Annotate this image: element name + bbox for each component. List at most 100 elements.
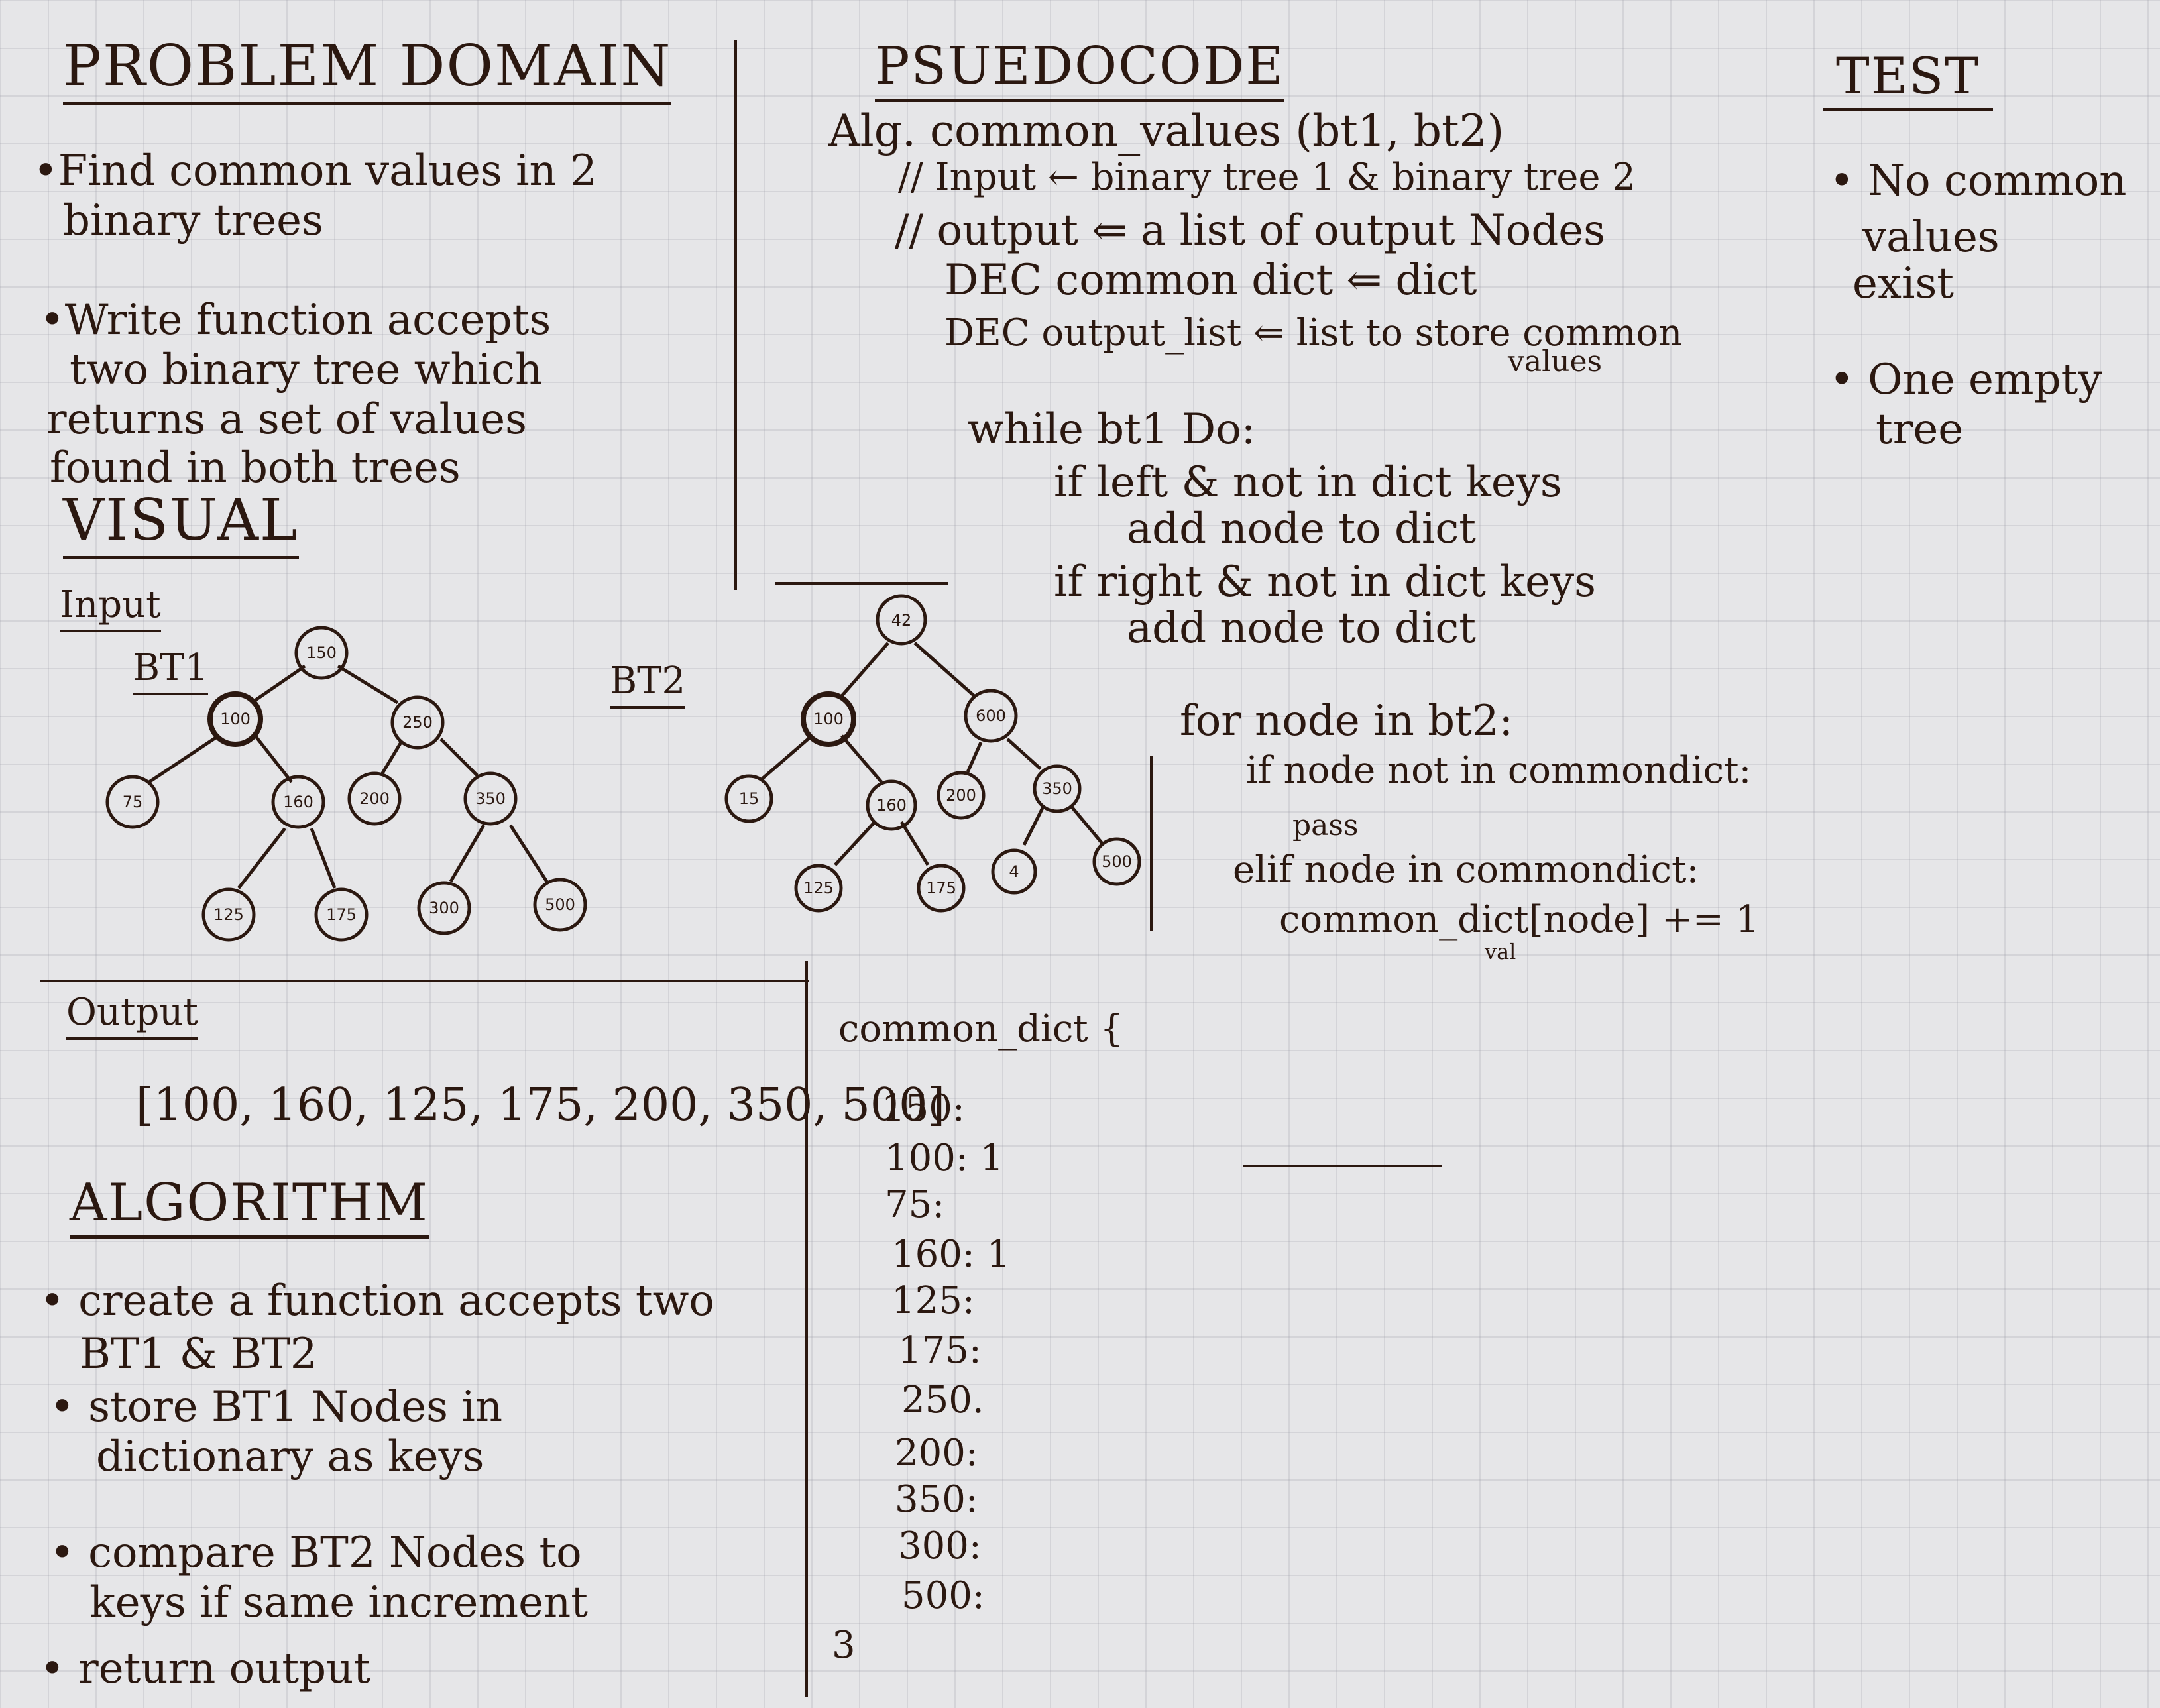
- common-dict-entry-175: 175:: [898, 1329, 982, 1372]
- algorithm-bullet-2b: dictionary as keys: [96, 1432, 484, 1481]
- bt1-node-100: [207, 691, 263, 747]
- bt1-node-200: [347, 771, 402, 826]
- output-value: [100, 160, 125, 175, 200, 350, 500]: [136, 1079, 945, 1131]
- bt1-node-125-label: 125: [213, 905, 244, 924]
- common-dict-close: 3: [832, 1624, 856, 1667]
- bt2-node-15: [724, 774, 773, 823]
- divider-short-horizontal: [775, 582, 948, 585]
- bt2-nodes: 42 100 600 15 160 200 350 125 175 4 500: [724, 594, 1141, 913]
- bt2-node-125-label: 125: [803, 879, 834, 897]
- common-dict-entry-200: 200:: [895, 1432, 978, 1475]
- pseudocode-line-11: for node in bt2:: [1180, 697, 1514, 746]
- common-dict-entry-125: 125:: [891, 1279, 975, 1322]
- bt2-node-125: [794, 864, 843, 913]
- bt1-node-150: [294, 626, 349, 680]
- bt2-node-175-label: 175: [926, 879, 956, 897]
- pseudocode-line-3: // output ⇐ a list of output Nodes: [895, 206, 1605, 255]
- bt2-node-4: [991, 848, 1037, 895]
- pseudocode-line-8: add node to dict: [1127, 504, 1476, 553]
- common-dict-entry-160: 160: 1: [891, 1233, 1011, 1276]
- algorithm-bullet-3b: keys if same increment: [89, 1578, 588, 1627]
- divider-output-top: [40, 980, 809, 982]
- bt1-node-350-label: 350: [475, 789, 506, 808]
- pseudocode-line-10: add node to dict: [1127, 604, 1476, 653]
- pseudocode-line-14: elif node in commondict:: [1233, 848, 1699, 891]
- bt1-node-75: [105, 775, 160, 829]
- algorithm-bullet-2: • store BT1 Nodes in: [50, 1383, 503, 1432]
- bt2-node-4-label: 4: [1009, 862, 1019, 881]
- problem-bullet-2b: two binary tree which: [70, 345, 543, 394]
- common-dict-header: common_dict {: [838, 1007, 1124, 1051]
- algorithm-title: ALGORITHM: [70, 1173, 429, 1239]
- bt1-node-175: [314, 887, 369, 942]
- pseudocode-line-9: if right & not in dict keys: [1054, 557, 1596, 606]
- bt2-node-160-label: 160: [876, 796, 907, 815]
- bt2-node-500: [1092, 837, 1141, 886]
- bt2-node-100: [801, 691, 856, 747]
- algorithm-bullet-1: • create a function accepts two: [40, 1277, 714, 1326]
- bt2-node-100-label: 100: [813, 710, 844, 728]
- pseudocode-line-15: common_dict[node] += 1: [1279, 898, 1760, 941]
- input-label: Input: [60, 583, 161, 632]
- bt2-node-200: [937, 771, 986, 820]
- pseudocode-line-1: Alg. common_values (bt1, bt2): [828, 105, 1505, 156]
- common-dict-entry-500: 500:: [901, 1574, 985, 1617]
- bt2-node-175: [917, 864, 966, 913]
- common-dict-entry-150: 150:: [881, 1087, 965, 1130]
- bt1-node-75-label: 75: [123, 793, 143, 811]
- bt2-node-600: [964, 689, 1018, 743]
- test-title: TEST: [1823, 46, 1993, 111]
- algorithm-bullet-1b: BT1 & BT2: [80, 1330, 317, 1379]
- bt1-nodes: 150 100 250 75 160 200 350 125 175 300 5…: [105, 626, 587, 942]
- bt1-node-500: [533, 878, 587, 932]
- bt1-node-250: [390, 695, 445, 750]
- common-dict-entry-300: 300:: [898, 1524, 982, 1567]
- bt1-node-500-label: 500: [545, 895, 575, 914]
- bt1-node-250-label: 250: [402, 713, 433, 732]
- bt1-node-150-label: 150: [306, 644, 337, 662]
- algorithm-bullet-4: • return output: [40, 1644, 371, 1693]
- output-label: Output: [66, 991, 198, 1040]
- bt2-node-42: [876, 594, 927, 646]
- pseudocode-line-15b: val: [1485, 939, 1516, 964]
- common-dict-entry-100: 100: 1: [885, 1137, 1004, 1180]
- bt2-node-350: [1033, 764, 1082, 813]
- test-item-1b: values: [1862, 213, 2000, 262]
- bt2-node-160: [866, 779, 917, 831]
- pseudocode-line-13: pass: [1292, 809, 1359, 842]
- bt1-node-300-label: 300: [429, 899, 459, 917]
- bt1-node-175-label: 175: [326, 905, 357, 924]
- test-item-2: • One empty: [1829, 355, 2102, 404]
- pseudocode-line-2: // Input ← binary tree 1 & binary tree 2: [898, 156, 1636, 199]
- bt2-node-500-label: 500: [1102, 852, 1132, 871]
- test-item-1c: exist: [1852, 259, 1954, 308]
- problem-bullet-1b: binary trees: [63, 196, 323, 245]
- common-dict-entry-350: 350:: [895, 1478, 978, 1521]
- bt1-node-160: [271, 775, 325, 829]
- common-dict-entry-250: 250.: [901, 1379, 984, 1422]
- pseudocode-line-4: DEC common dict ⇐ dict: [944, 256, 1477, 305]
- common-dict-entry-75: 75:: [885, 1183, 945, 1226]
- bt2-node-42-label: 42: [891, 611, 912, 630]
- pseudocode-title: PSUEDOCODE: [875, 36, 1285, 102]
- algorithm-bullet-3: • compare BT2 Nodes to: [50, 1528, 582, 1577]
- bt2-label: BT2: [610, 659, 686, 709]
- divider-vertical-top: [734, 40, 737, 590]
- bt1-label: BT1: [133, 646, 209, 695]
- bt1-node-350: [463, 771, 518, 826]
- divider-pseudocode-left: [1150, 756, 1153, 931]
- test-item-1: • No common: [1829, 156, 2127, 205]
- pseudocode-line-5: DEC output_list ⇐ list to store common: [944, 312, 1683, 355]
- bt2-node-200-label: 200: [946, 786, 976, 805]
- problem-domain-title: PROBLEM DOMAIN: [63, 33, 672, 105]
- bt1-node-300: [417, 881, 471, 935]
- bt2-node-350-label: 350: [1042, 779, 1072, 798]
- visual-title: VISUAL: [63, 487, 300, 559]
- pseudocode-line-7: if left & not in dict keys: [1054, 458, 1562, 507]
- bt1-node-100-label: 100: [220, 710, 251, 728]
- bt1-node-200-label: 200: [359, 789, 390, 808]
- pseudocode-line-12: if node not in commondict:: [1246, 749, 1752, 792]
- problem-bullet-2d: found in both trees: [50, 443, 461, 492]
- divider-small-right: [1243, 1165, 1442, 1167]
